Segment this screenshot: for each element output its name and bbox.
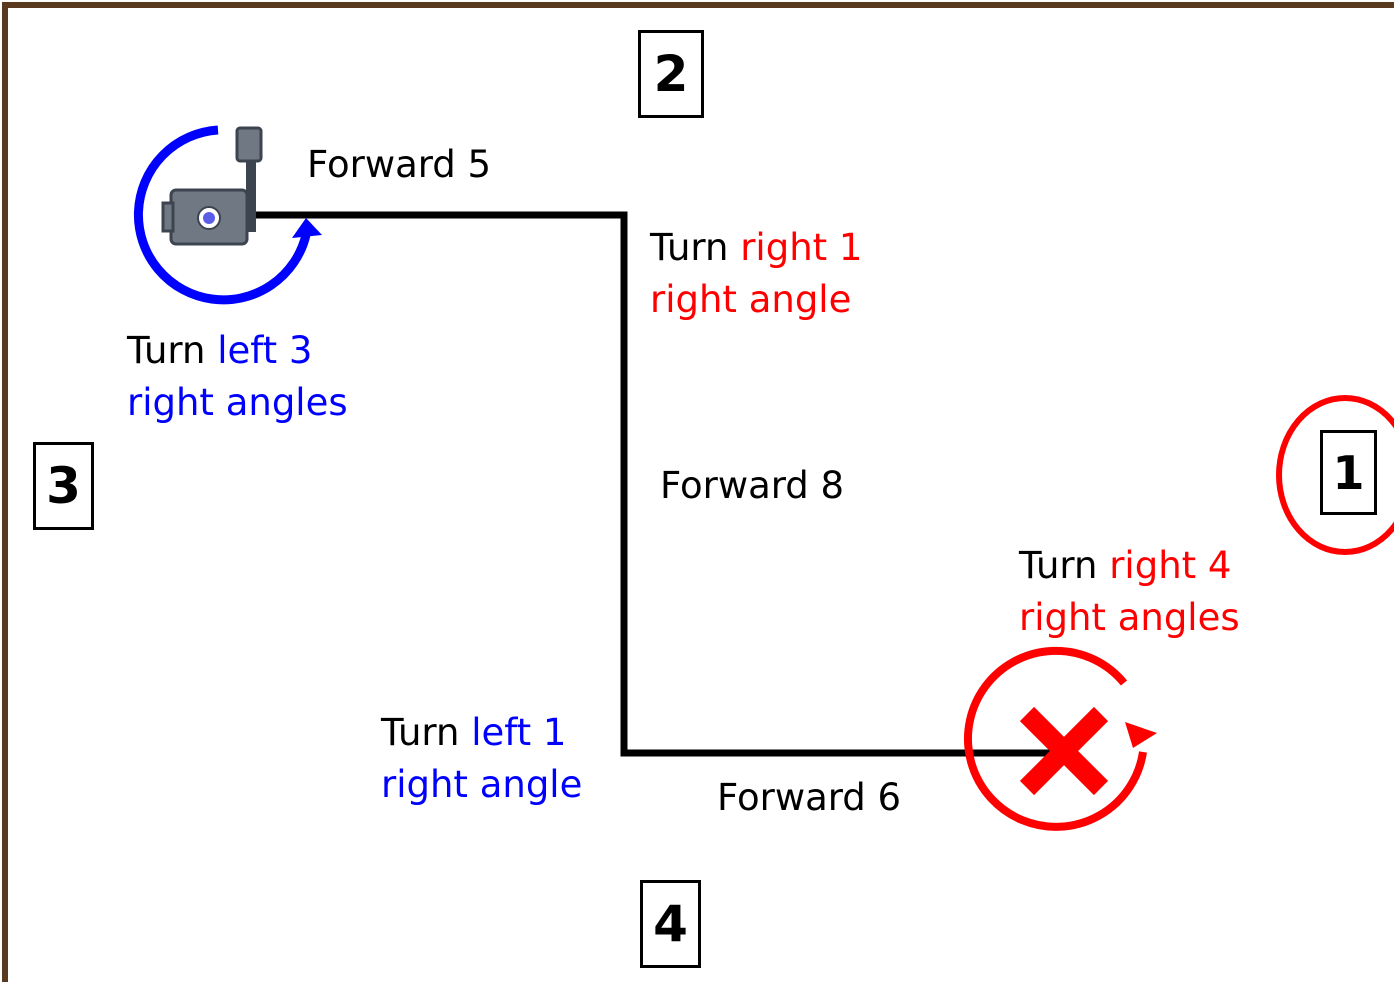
forward-8-label: Forward 8 — [660, 464, 845, 507]
turn-direction: left 1 — [471, 711, 567, 754]
route-path — [250, 211, 1060, 757]
turn-word: Turn — [381, 711, 472, 754]
turn-direction: right 4 — [1109, 544, 1232, 587]
right-turn-circle-icon — [963, 646, 1157, 831]
turn-unit: right angle — [650, 278, 852, 321]
start-turn-left-3-label: Turn left 3 right angles — [127, 325, 348, 429]
turn-word: Turn — [650, 226, 741, 269]
forward-6-label: Forward 6 — [717, 776, 902, 819]
turn-direction: left 3 — [217, 329, 313, 372]
forward-5-label: Forward 5 — [307, 143, 492, 186]
turn-left-1-label: Turn left 1 right angle — [381, 707, 582, 811]
turn-unit: right angle — [381, 763, 583, 806]
turn-unit: right angles — [1019, 596, 1240, 639]
cross-icon — [1019, 706, 1109, 796]
marker-2: 2 — [638, 30, 704, 118]
marker-4: 4 — [640, 880, 701, 968]
turn-direction: right 1 — [740, 226, 863, 269]
turn-unit: right angles — [127, 381, 348, 424]
turn-word: Turn — [127, 329, 218, 372]
marker-3: 3 — [33, 442, 94, 530]
marker-1: 1 — [1320, 430, 1377, 515]
turn-right-1-label: Turn right 1 right angle — [650, 222, 862, 326]
marker-1-highlight-circle — [1276, 395, 1394, 555]
turn-word: Turn — [1019, 544, 1110, 587]
left-turn-arc-icon — [133, 125, 322, 305]
robot-icon — [161, 126, 263, 246]
turn-right-4-label: Turn right 4 right angles — [1019, 540, 1240, 644]
